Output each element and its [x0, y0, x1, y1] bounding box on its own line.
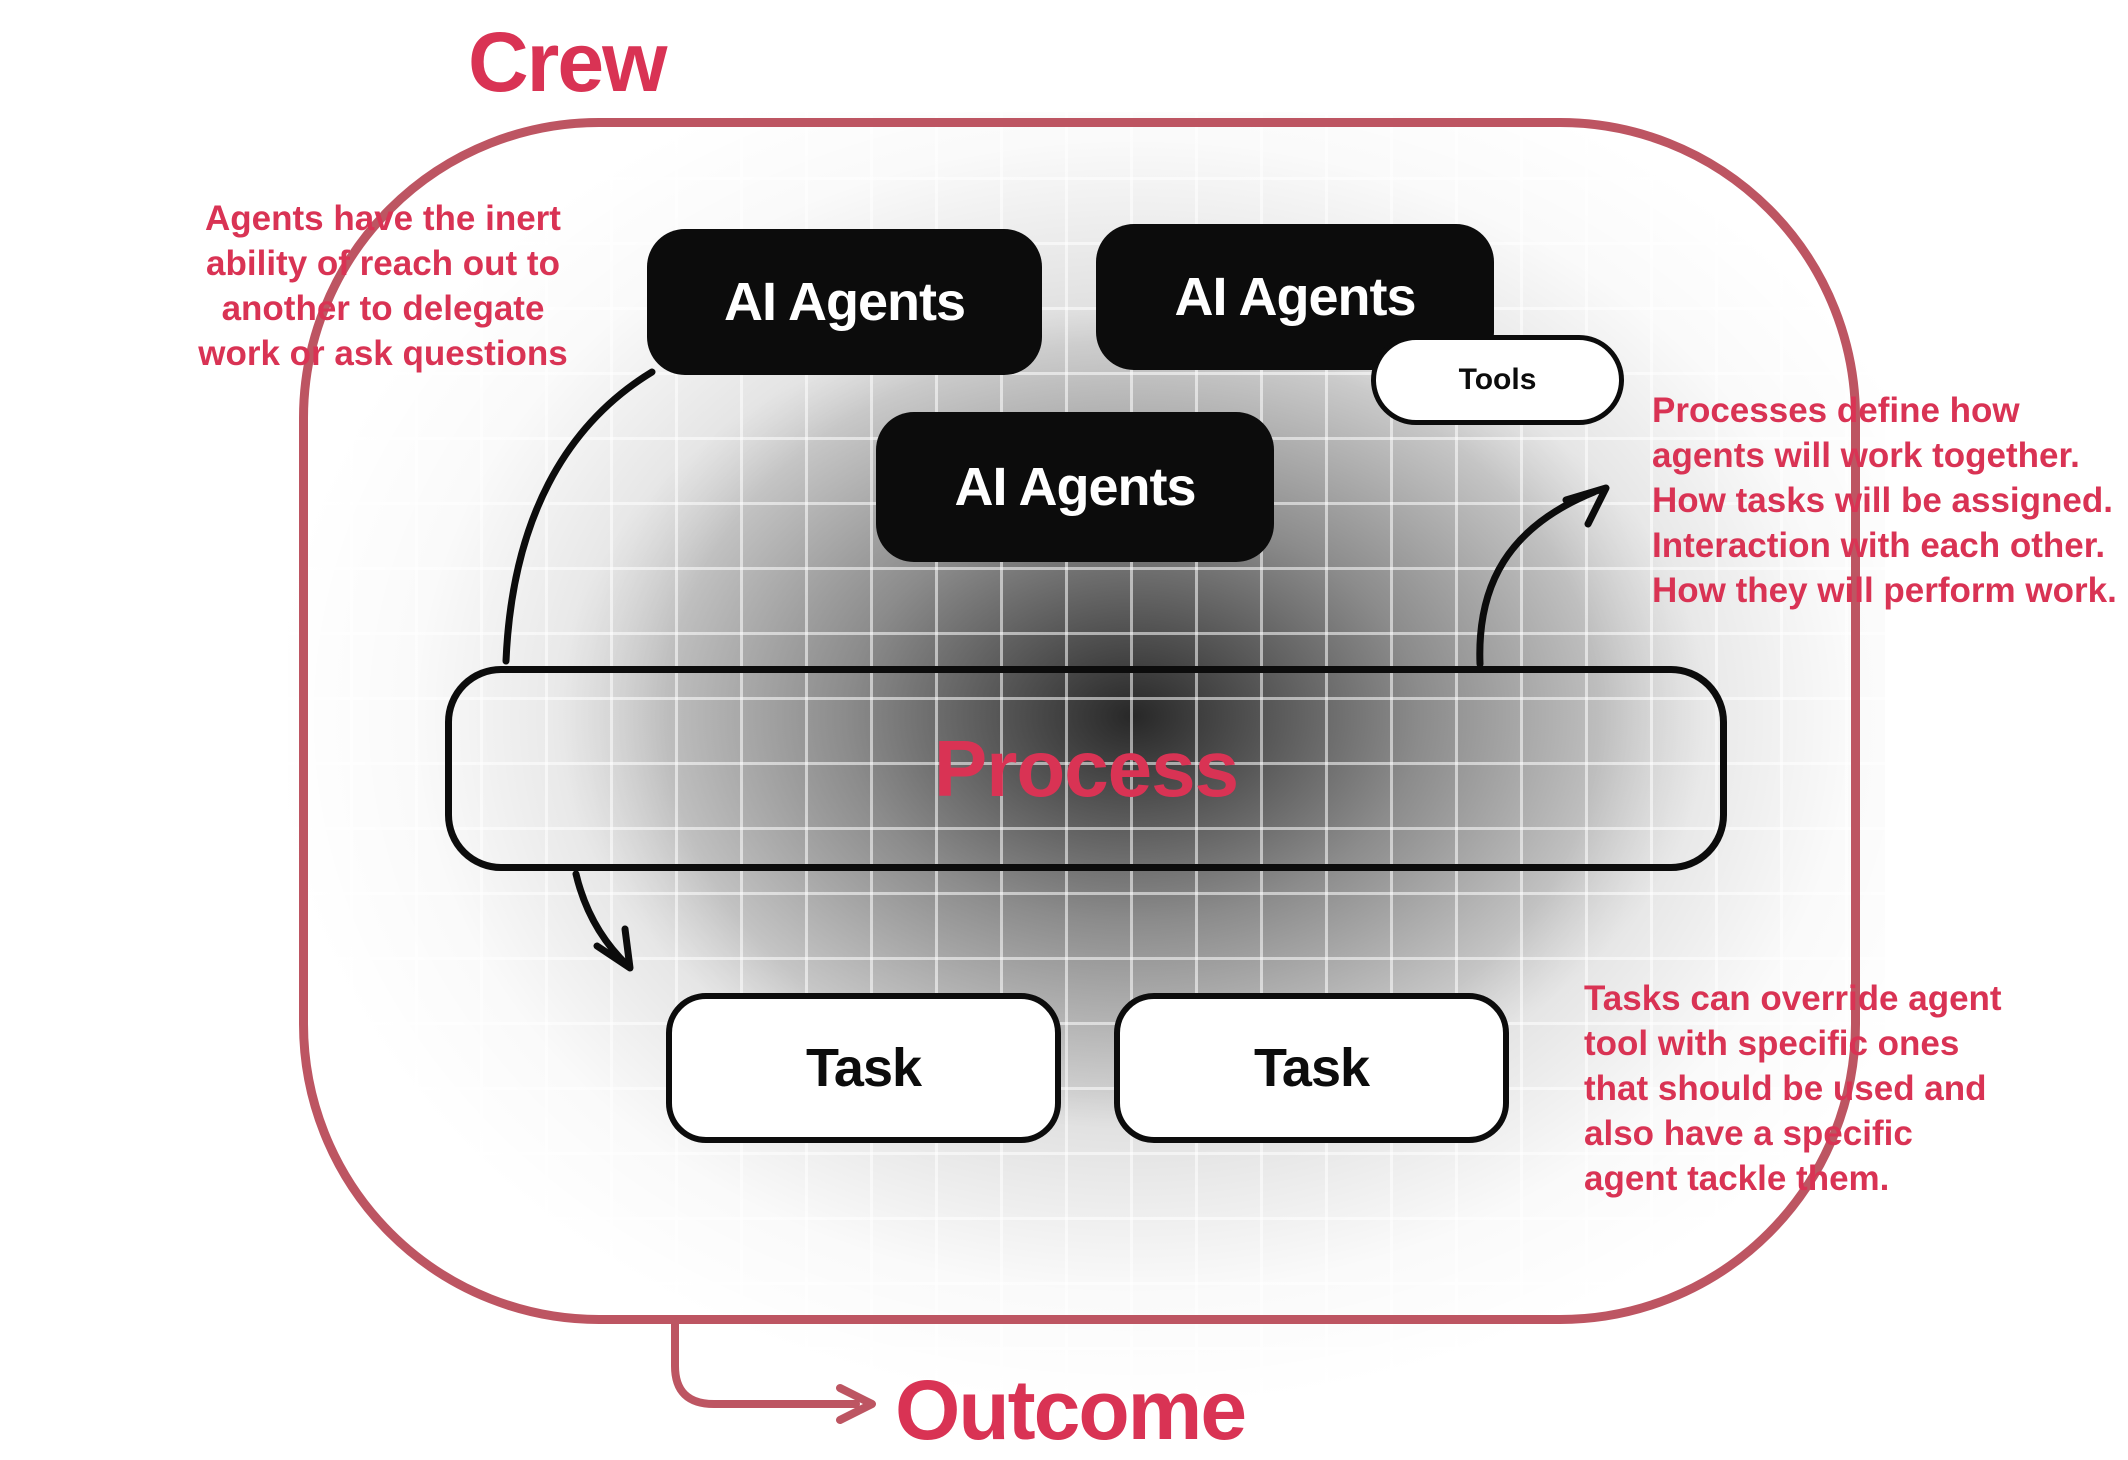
tools-box-label: Tools — [1458, 363, 1537, 396]
agent-box-3: AI Agents — [876, 412, 1274, 562]
crew-boundary — [299, 118, 1860, 1324]
tools-box: Tools — [1371, 335, 1624, 425]
task-box-2: Task — [1114, 993, 1509, 1143]
process-box-label: Process — [933, 723, 1239, 813]
task-box-1-label: Task — [805, 1038, 922, 1098]
annotation-process: Processes define how agents will work to… — [1652, 391, 2117, 610]
agent-box-2-label: AI Agents — [1174, 267, 1416, 327]
annotation-tasks: Tasks can override agent tool with speci… — [1584, 979, 2002, 1198]
process-box: Process — [445, 666, 1727, 871]
outcome-label: Outcome — [895, 1363, 1247, 1457]
agent-box-1-label: AI Agents — [723, 272, 966, 332]
crew-title: Crew — [468, 15, 667, 109]
agent-box-1: AI Agents — [647, 229, 1042, 375]
annotation-delegation: Agents have the inert ability of reach o… — [198, 199, 568, 373]
task-box-1: Task — [666, 993, 1061, 1143]
task-box-2-label: Task — [1253, 1038, 1370, 1098]
agent-box-2: AI Agents — [1096, 224, 1494, 370]
agent-box-3-label: AI Agents — [954, 457, 1196, 517]
